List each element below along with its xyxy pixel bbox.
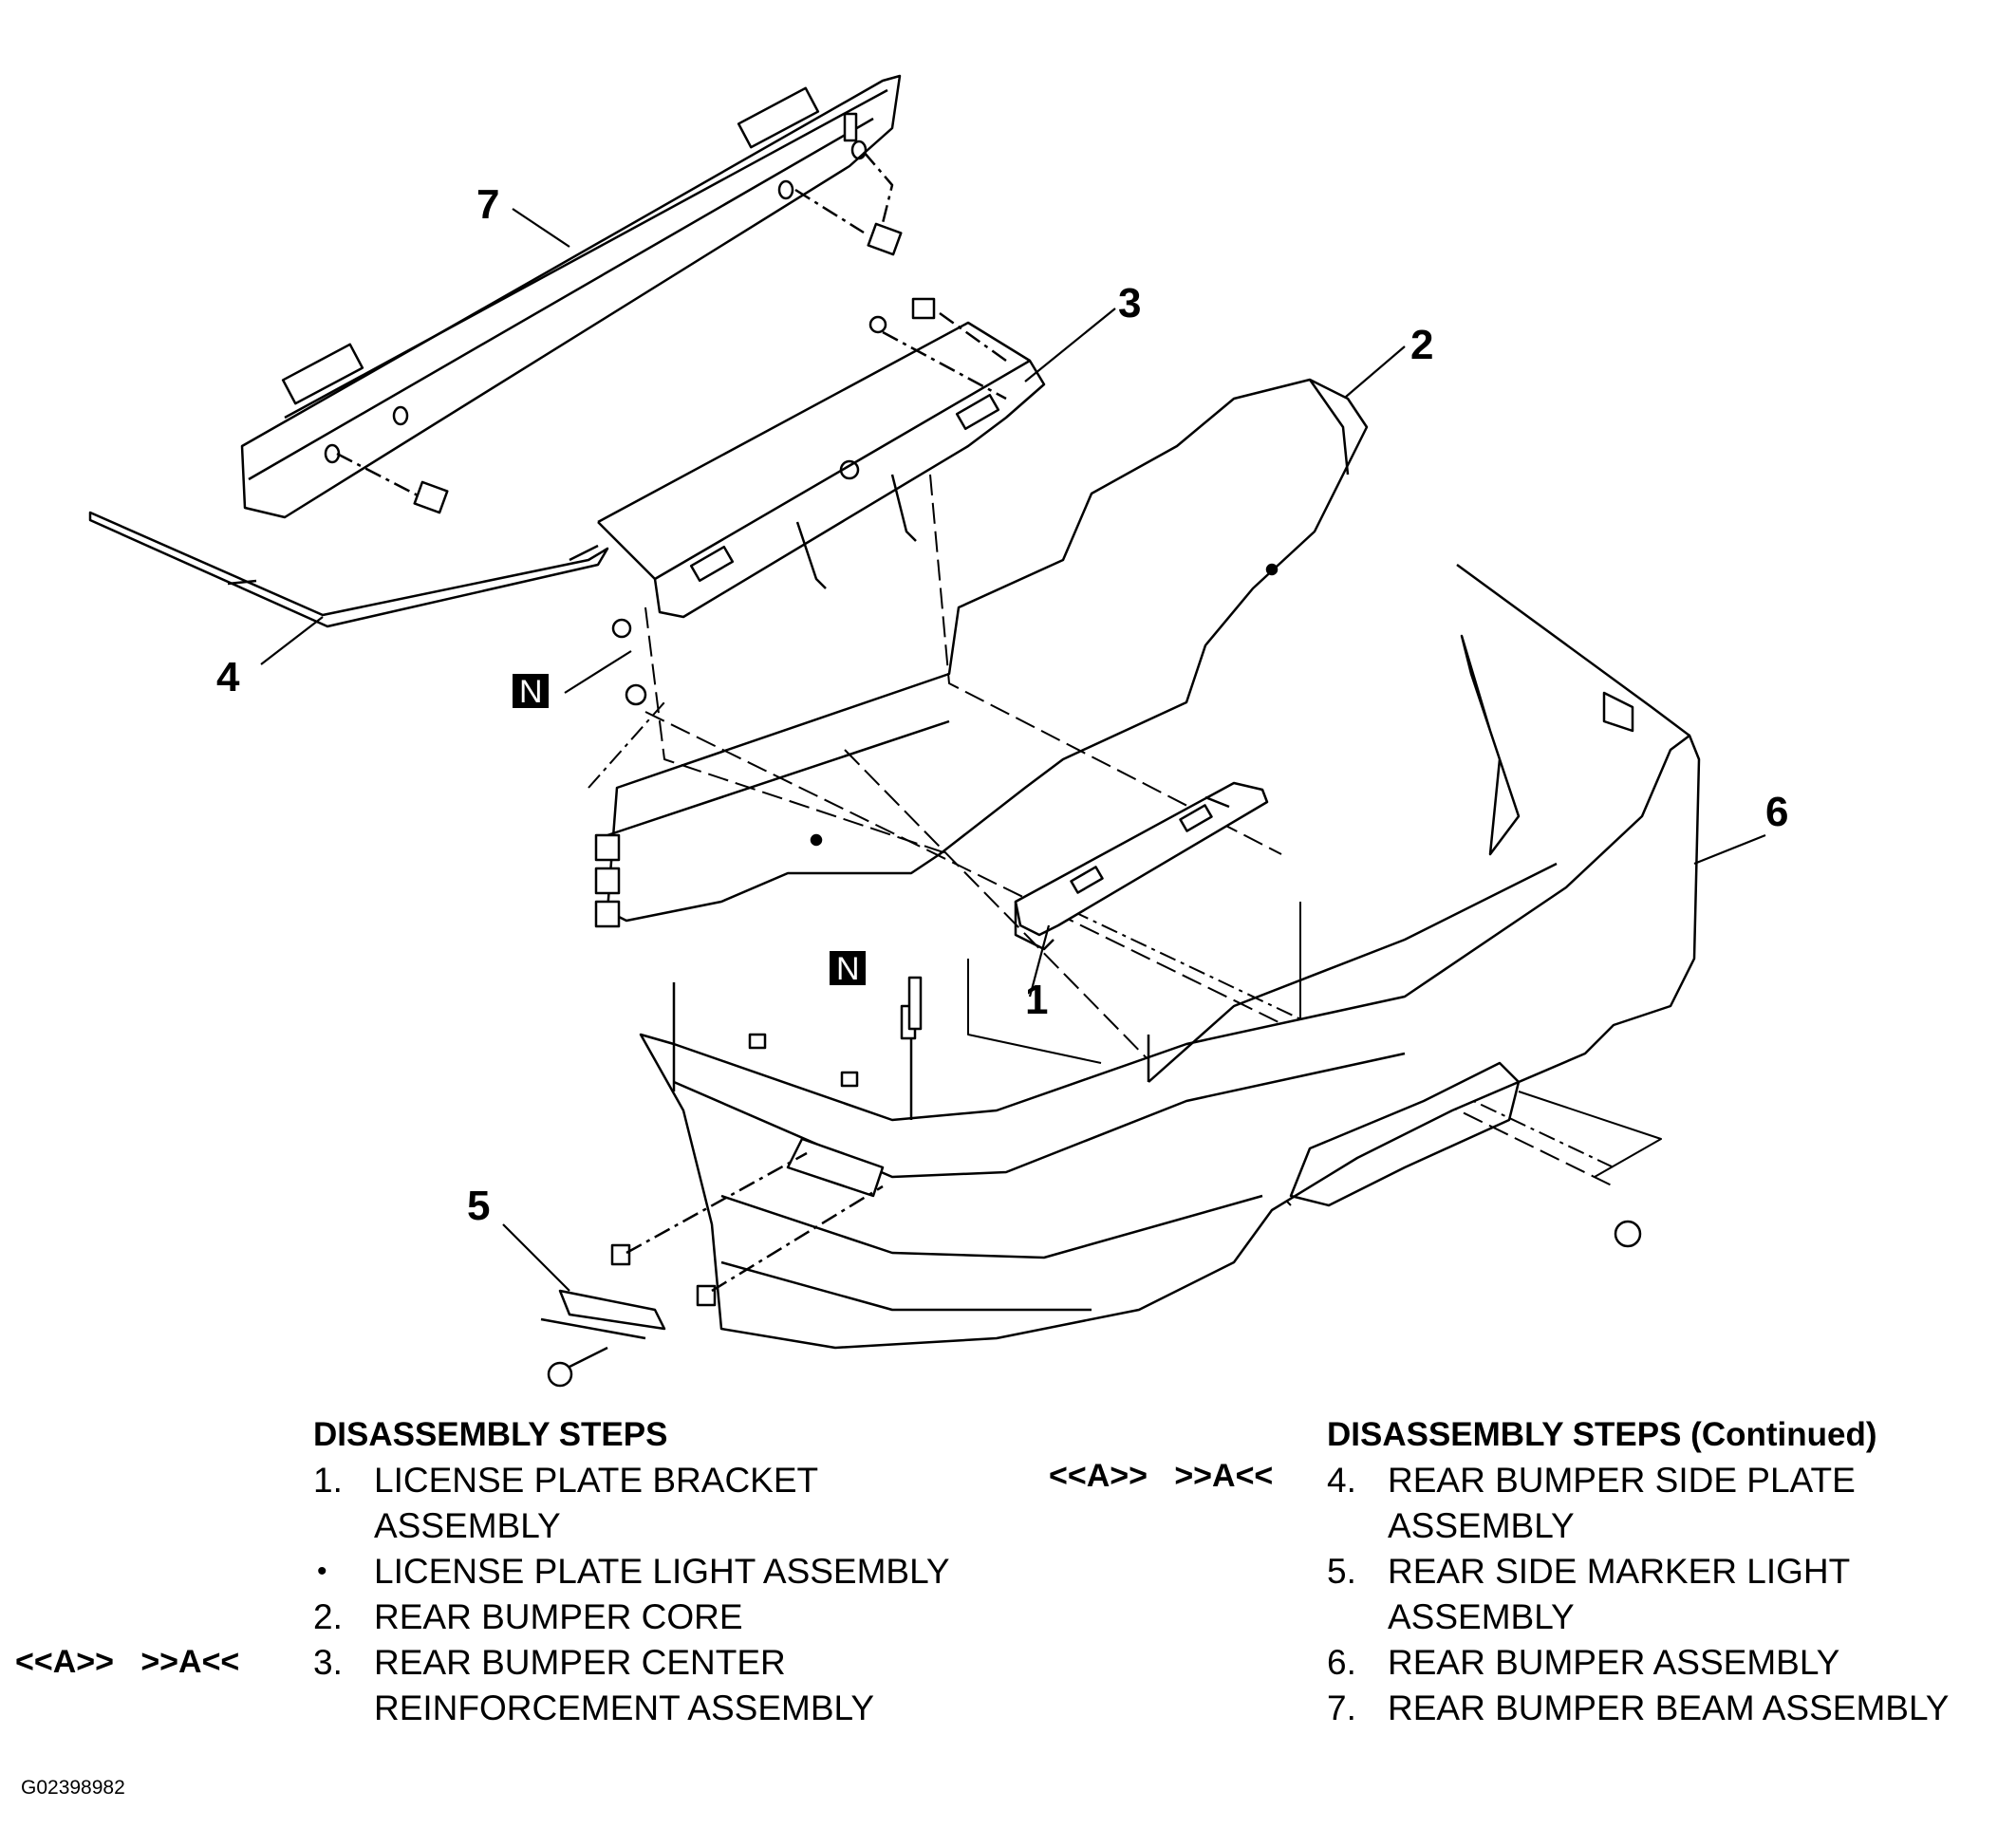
callout-leaders — [260, 208, 1766, 1292]
step-3: 3. REAR BUMPER CENTER REINFORCEMENT ASSE… — [313, 1640, 950, 1731]
n-box-2-label: N — [836, 951, 860, 987]
callout-4: 4 — [216, 654, 240, 700]
step-number: 1. — [313, 1461, 343, 1500]
step-text: REAR BUMPER SIDE PLATE — [1388, 1461, 1856, 1500]
step-number: 4. — [1327, 1461, 1356, 1500]
license-plate-bracket — [1014, 781, 1269, 951]
service-marks-step-4: <<A>> >>A<< — [1049, 1458, 1274, 1494]
n-box-2 — [830, 951, 866, 985]
beam-bolts — [336, 151, 903, 514]
callout-3: 3 — [1118, 280, 1141, 326]
step-text-cont: ASSEMBLY — [374, 1506, 561, 1545]
step-text: LICENSE PLATE LIGHT ASSEMBLY — [374, 1552, 950, 1591]
step-6: 6. REAR BUMPER ASSEMBLY — [1327, 1640, 1949, 1686]
step-text: REAR BUMPER ASSEMBLY — [1388, 1643, 1840, 1682]
rear-bumper-core — [594, 378, 1369, 928]
step-4: 4. REAR BUMPER SIDE PLATE ASSEMBLY — [1327, 1458, 1949, 1549]
step-5: 5. REAR SIDE MARKER LIGHT ASSEMBLY — [1327, 1549, 1949, 1640]
step-text: REAR BUMPER CENTER — [374, 1643, 786, 1682]
legend-right: DISASSEMBLY STEPS (Continued) 4. REAR BU… — [1327, 1412, 1949, 1731]
step-text: REAR BUMPER CORE — [374, 1597, 743, 1636]
step-2: 2. REAR BUMPER CORE — [313, 1595, 950, 1640]
rear-bumper-side-plate — [88, 511, 609, 628]
step-number: 7. — [1327, 1688, 1356, 1727]
step-number: 2. — [313, 1597, 343, 1636]
step-bullet: • LICENSE PLATE LIGHT ASSEMBLY — [313, 1549, 950, 1595]
step-text-cont: ASSEMBLY — [1388, 1506, 1575, 1545]
callout-labels: 1 2 3 4 5 6 7 — [216, 181, 1788, 1229]
step-7: 7. REAR BUMPER BEAM ASSEMBLY — [1327, 1686, 1949, 1731]
step-text-cont: REINFORCEMENT ASSEMBLY — [374, 1688, 875, 1727]
rear-bumper-beam — [240, 74, 902, 519]
step-text: REAR SIDE MARKER LIGHT — [1388, 1552, 1851, 1591]
bumper-bolts — [611, 618, 1642, 1248]
service-marks-step-3: <<A>> >>A<< — [15, 1644, 240, 1680]
bullet-icon: • — [317, 1556, 327, 1587]
callout-2: 2 — [1410, 322, 1433, 368]
legend-right-heading: DISASSEMBLY STEPS (Continued) — [1327, 1416, 1877, 1453]
callout-6: 6 — [1765, 789, 1788, 835]
step-number: 3. — [313, 1643, 343, 1682]
figure-id: G02398982 — [21, 1777, 125, 1799]
callout-5: 5 — [467, 1183, 490, 1229]
step-number: 5. — [1327, 1552, 1356, 1591]
exploded-view-diagram: 1 2 3 4 5 6 7 N N — [88, 74, 1788, 1388]
bumper-retainer-clips — [748, 1004, 917, 1088]
legend-left-heading: DISASSEMBLY STEPS — [313, 1416, 668, 1453]
callout-7: 7 — [476, 181, 499, 228]
step-text: REAR BUMPER BEAM ASSEMBLY — [1388, 1688, 1950, 1727]
step-text-cont: ASSEMBLY — [1388, 1597, 1575, 1636]
callout-1: 1 — [1025, 977, 1048, 1023]
n-box-1-label: N — [519, 674, 543, 710]
step-text: LICENSE PLATE BRACKET — [374, 1461, 819, 1500]
new-part-symbols: N N — [513, 674, 866, 987]
rear-bumper-center-reinforcement — [597, 297, 1046, 619]
rear-bumper-assembly — [639, 563, 1701, 1350]
rear-side-marker-light — [540, 1151, 884, 1388]
legend-left: DISASSEMBLY STEPS 1. LICENSE PLATE BRACK… — [313, 1412, 950, 1731]
step-1: 1. LICENSE PLATE BRACKET ASSEMBLY — [313, 1458, 950, 1549]
step-number: 6. — [1327, 1643, 1356, 1682]
n-box-1 — [513, 674, 549, 708]
